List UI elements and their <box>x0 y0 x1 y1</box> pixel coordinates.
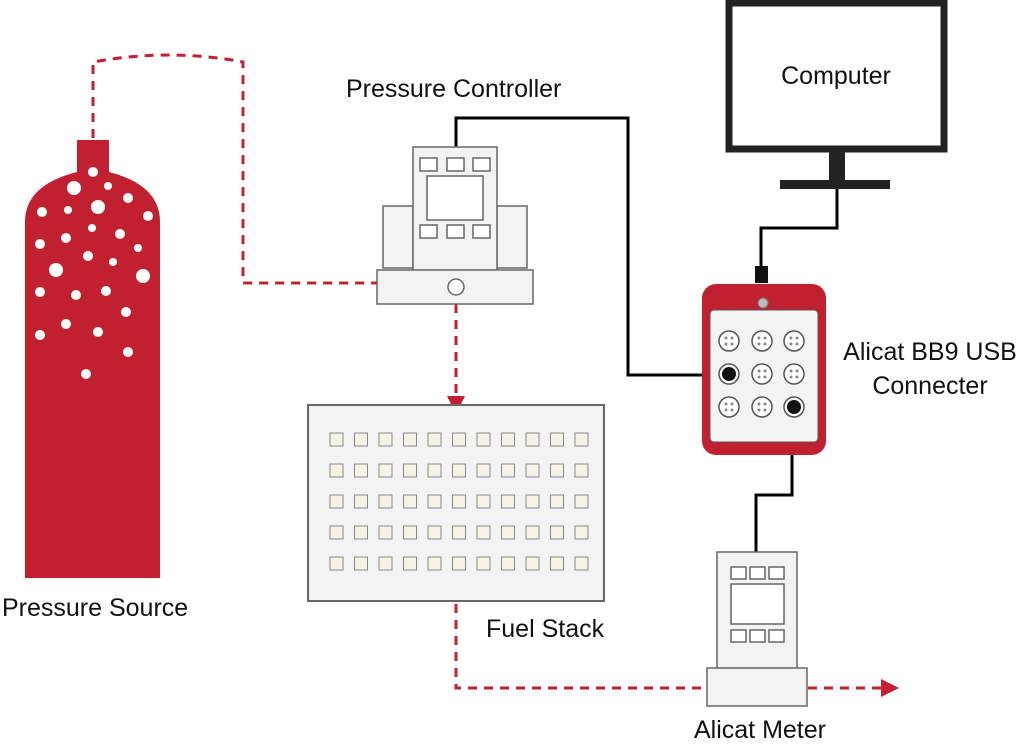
gas-lines <box>91 53 899 697</box>
fuel-cell <box>403 556 417 571</box>
gas-cylinder-icon <box>25 140 160 578</box>
usb-hub-icon <box>702 266 826 455</box>
fuel-cell <box>452 494 466 509</box>
fuel-cell <box>501 556 515 571</box>
fuel-cell <box>452 463 466 478</box>
fuel-cell <box>574 525 589 540</box>
fuel-cell <box>378 556 393 571</box>
fuel-cell <box>476 463 491 478</box>
fuel-cell <box>501 494 515 509</box>
fuel-cell <box>427 463 442 478</box>
fuel-cell <box>574 463 589 478</box>
controller-cable <box>454 116 728 377</box>
connector-label-line1: Alicat BB9 USB <box>843 338 1017 366</box>
computer-label: Computer <box>781 62 891 90</box>
fuel-cell <box>550 556 564 571</box>
fuel-cell <box>378 525 393 540</box>
fuel-cell <box>476 494 491 509</box>
fuel-cell <box>452 556 466 571</box>
fuel-cell <box>403 463 417 478</box>
fuel-cell <box>403 432 417 447</box>
fuel-cell <box>476 525 491 540</box>
alicat-meter-label: Alicat Meter <box>694 716 826 744</box>
fuel-cell <box>452 525 466 540</box>
fuel-cell <box>525 525 540 540</box>
fuel-cell <box>329 463 344 478</box>
fuel-cell <box>574 556 589 571</box>
fuel-cell <box>403 494 417 509</box>
fuel-stack-label: Fuel Stack <box>486 615 605 643</box>
fuel-stack-icon <box>307 404 605 602</box>
hub-ports <box>718 330 805 418</box>
fuel-cell <box>525 494 540 509</box>
monitor-icon <box>725 0 948 189</box>
fuel-cell <box>378 432 393 447</box>
fuel-cell <box>427 556 442 571</box>
fuel-cell <box>501 432 515 447</box>
flow-controller-icon <box>376 146 534 305</box>
fuel-cell <box>354 463 368 478</box>
fuel-cell <box>378 494 393 509</box>
fuel-cell <box>501 525 515 540</box>
fuel-cell <box>501 463 515 478</box>
fuel-cell <box>329 432 344 447</box>
connector-label-line2: Connecter <box>872 372 987 400</box>
fuel-cell <box>476 556 491 571</box>
source-to-controller-line <box>91 53 378 285</box>
stack-to-meter-line <box>454 588 705 690</box>
fuel-cell <box>550 494 564 509</box>
fuel-cell <box>550 525 564 540</box>
fuel-cell <box>403 525 417 540</box>
fuel-cell <box>427 494 442 509</box>
fuel-cell <box>329 556 344 571</box>
fuel-cell <box>550 463 564 478</box>
fuel-cell <box>427 525 442 540</box>
fuel-cell <box>525 556 540 571</box>
fuel-cell <box>354 525 368 540</box>
fuel-cell <box>354 556 368 571</box>
fuel-cell <box>354 494 368 509</box>
fuel-cell <box>427 432 442 447</box>
pressure-controller-label: Pressure Controller <box>346 75 561 103</box>
fuel-cell <box>354 432 368 447</box>
fuel-cell <box>525 463 540 478</box>
fuel-cell <box>329 525 344 540</box>
flow-meter-icon <box>706 551 808 707</box>
fuel-cell <box>574 432 589 447</box>
fuel-cell <box>476 432 491 447</box>
fuel-cell <box>525 432 540 447</box>
cylinder-bubbles <box>35 167 153 379</box>
hub-port-pins <box>724 336 799 412</box>
fuel-cells <box>329 432 589 571</box>
pressure-source-label: Pressure Source <box>2 594 188 622</box>
fuel-cell <box>574 494 589 509</box>
fuel-cell <box>452 432 466 447</box>
fuel-cell <box>550 432 564 447</box>
fuel-cell <box>329 494 344 509</box>
computer-cable <box>759 188 839 268</box>
fuel-cell <box>378 463 393 478</box>
